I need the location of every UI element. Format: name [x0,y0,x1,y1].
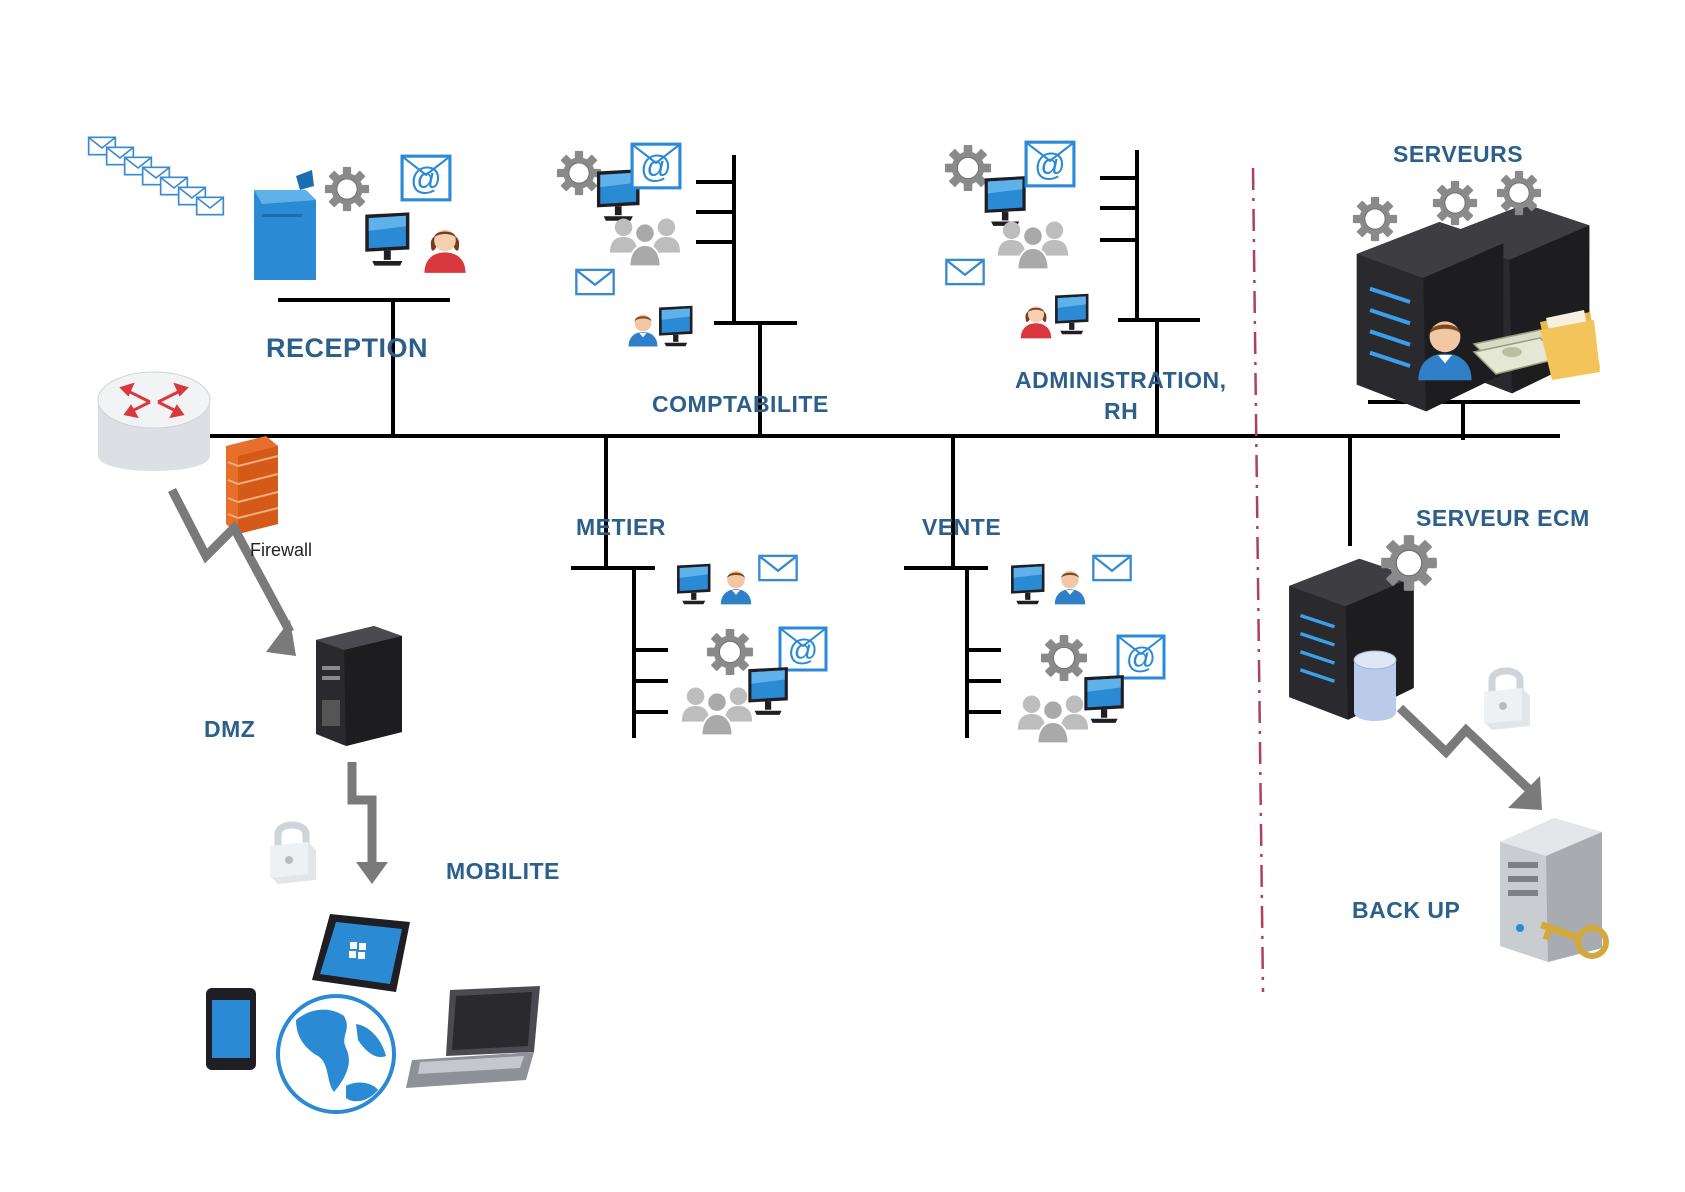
arrow-head [1508,776,1542,810]
monitor-icon [748,667,788,715]
arrow-head [356,862,388,884]
zone-divider [1251,167,1265,993]
router-icon [97,371,211,471]
monitor-icon [984,176,1026,226]
email-icon [945,258,985,286]
label-serveurs: SERVEURS [1393,141,1523,167]
monitor-icon [659,305,693,347]
monitor-icon [677,563,711,605]
monitor-icon [1084,675,1124,723]
users-group-icon [1016,694,1090,745]
gear-icon [324,166,370,212]
user-icon [628,314,658,347]
server-icon [316,626,402,746]
user-icon [720,570,752,605]
gear-icon [1380,534,1438,592]
email-icon [758,554,798,582]
label-backup: BACK UP [1352,897,1460,923]
lock-icon [1484,671,1530,730]
users-group-icon [608,217,682,268]
label-rh: RH [1104,398,1138,424]
at-sign-icon [778,626,828,672]
user-icon [1020,306,1052,339]
label-metier: METIER [576,514,666,540]
at-sign-icon [400,154,452,202]
smartphone-icon [206,988,256,1070]
user-icon [424,229,466,273]
at-sign-icon [1024,140,1076,188]
lock-icon [270,825,316,884]
email-icon [1092,554,1132,582]
monitor-icon [1055,293,1089,335]
database-icon [1353,650,1397,721]
label-serveur-ecm: SERVEUR ECM [1416,505,1590,531]
globe-icon [276,994,396,1114]
arrow-head [266,620,296,656]
monitor-icon [1011,563,1045,605]
user-icon [1054,570,1086,605]
label-comptabilite: COMPTABILITE [652,391,829,417]
label-reception: RECEPTION [266,333,428,363]
users-group-icon [996,220,1070,271]
gear-icon [706,628,754,676]
label-firewall: Firewall [250,540,312,560]
email-stack-icon [87,136,225,216]
at-sign-icon [630,142,682,190]
key-icon [1540,921,1609,959]
gear-icon [1040,634,1088,682]
connection-arrow [1396,704,1538,798]
folder-icon [1540,310,1600,380]
users-group-icon [680,686,754,737]
gear-icon [556,150,602,196]
laptop-icon [406,986,540,1088]
gear-icon [944,144,992,192]
label-mobilite: MOBILITE [446,858,560,884]
at-sign-icon [1116,634,1166,680]
tablet-icon [312,914,410,992]
monitor-icon [365,212,410,266]
network-lines [190,150,1580,738]
connection-arrow [167,487,294,635]
backup-server-icon [1500,818,1602,962]
label-administration: ADMINISTRATION, [1015,367,1227,393]
printer-icon [254,170,316,280]
label-vente: VENTE [922,514,1001,540]
email-icon [575,268,615,296]
label-dmz: DMZ [204,716,255,742]
connection-arrow [347,762,377,866]
firewall-icon [226,436,279,534]
